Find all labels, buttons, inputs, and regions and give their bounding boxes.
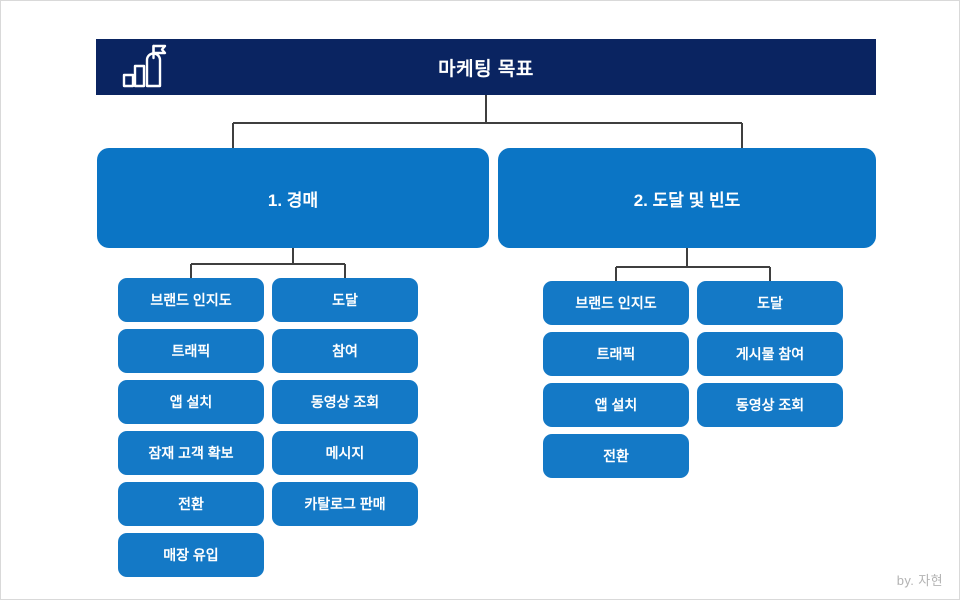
leaf-box[interactable]: 잠재 고객 확보 (118, 431, 264, 475)
level1-box-reach-frequency[interactable]: 2. 도달 및 빈도 (498, 148, 876, 248)
leaf-box[interactable]: 카탈로그 판매 (272, 482, 418, 526)
leaf-label: 앱 설치 (169, 394, 213, 410)
leaf-label: 브랜드 인지도 (150, 292, 232, 308)
leaf-label: 전환 (178, 496, 204, 512)
leaf-label: 앱 설치 (594, 397, 638, 413)
leaf-column-reach-2: 도달 게시물 참여 동영상 조회 (697, 281, 843, 427)
leaf-label: 도달 (757, 295, 783, 311)
leaf-label: 도달 (332, 292, 358, 308)
bar-chart-flag-icon (122, 44, 167, 88)
leaf-column-auction-2: 도달 참여 동영상 조회 메시지 카탈로그 판매 (272, 278, 418, 526)
leaf-box[interactable]: 트래픽 (118, 329, 264, 373)
level1-box-auction[interactable]: 1. 경매 (97, 148, 489, 248)
level1-label-reach-frequency: 2. 도달 및 빈도 (633, 190, 741, 210)
leaf-box[interactable]: 도달 (697, 281, 843, 325)
leaf-box[interactable]: 참여 (272, 329, 418, 373)
leaf-box[interactable]: 전환 (543, 434, 689, 478)
leaf-box[interactable]: 매장 유입 (118, 533, 264, 577)
leaf-label: 전환 (603, 448, 629, 464)
leaf-box[interactable]: 앱 설치 (543, 383, 689, 427)
page-title: 마케팅 목표 (438, 58, 534, 80)
leaf-box[interactable]: 게시물 참여 (697, 332, 843, 376)
leaf-label: 동영상 조회 (735, 397, 805, 413)
leaf-box[interactable]: 전환 (118, 482, 264, 526)
leaf-label: 참여 (332, 343, 358, 359)
leaf-label: 트래픽 (171, 343, 211, 359)
header-bar: 마케팅 목표 (96, 39, 876, 95)
leaf-label: 카탈로그 판매 (304, 496, 386, 512)
leaf-box[interactable]: 도달 (272, 278, 418, 322)
leaf-label: 게시물 참여 (735, 346, 805, 362)
leaf-label: 메시지 (325, 445, 365, 461)
leaf-label: 트래픽 (596, 346, 636, 362)
leaf-column-auction-1: 브랜드 인지도 트래픽 앱 설치 잠재 고객 확보 전환 매장 유입 (118, 278, 264, 577)
leaf-box[interactable]: 브랜드 인지도 (543, 281, 689, 325)
leaf-box[interactable]: 브랜드 인지도 (118, 278, 264, 322)
leaf-label: 잠재 고객 확보 (148, 445, 234, 461)
leaf-box[interactable]: 동영상 조회 (272, 380, 418, 424)
leaf-box[interactable]: 앱 설치 (118, 380, 264, 424)
leaf-box[interactable]: 메시지 (272, 431, 418, 475)
leaf-box[interactable]: 트래픽 (543, 332, 689, 376)
leaf-label: 매장 유입 (163, 547, 219, 563)
leaf-label: 브랜드 인지도 (575, 295, 657, 311)
level1-label-auction: 1. 경매 (267, 190, 319, 210)
author-credit: by. 자현 (896, 573, 943, 588)
leaf-box[interactable]: 동영상 조회 (697, 383, 843, 427)
leaf-label: 동영상 조회 (310, 394, 380, 410)
leaf-column-reach-1: 브랜드 인지도 트래픽 앱 설치 전환 (543, 281, 689, 478)
